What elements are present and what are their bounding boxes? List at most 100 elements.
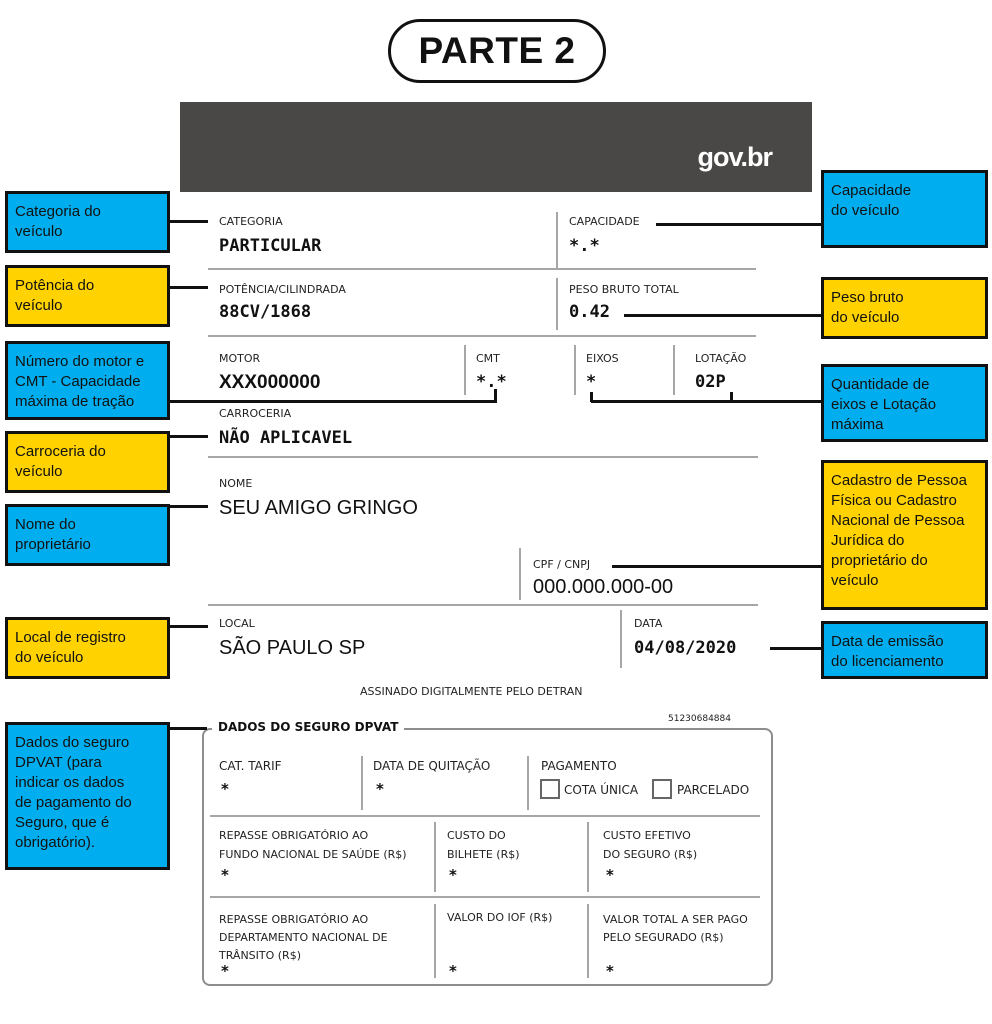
divider [574,345,576,395]
carroceria-value: NÃO APLICAVEL [219,428,353,448]
categoria-label: CATEGORIA [219,215,283,228]
parcelado-checkbox[interactable] [652,779,672,799]
divider [208,335,756,337]
connector [612,565,821,568]
pagamento-label: PAGAMENTO [541,759,617,773]
lotacao-value: 02P [695,372,726,392]
data-quitacao-label: DATA DE QUITAÇÃO [373,759,491,773]
nome-label: NOME [219,477,253,490]
divider [527,756,529,810]
connector [170,505,208,508]
connector [170,400,497,403]
custo-efetivo-value: * [606,866,614,884]
potencia-label: POTÊNCIA/CILINDRADA [219,283,346,296]
connector [494,389,497,402]
page-title: PARTE 2 [388,19,606,83]
repasse-fns-value: * [221,866,229,884]
repasse-dnt-label: REPASSE OBRIGATÓRIO AO DEPARTAMENTO NACI… [219,913,388,962]
note-local: Local de registro do veículo [5,617,170,679]
valor-total-value: * [606,962,614,980]
connector [170,625,208,628]
connector [591,400,821,403]
note-capacidade: Capacidade do veículo [821,170,988,248]
divider [434,822,436,892]
document-header: gov.br [180,102,812,192]
divider [673,345,675,395]
cpf-value: 000.000.000-00 [533,576,674,598]
custo-bilhete-value: * [449,866,457,884]
connector [170,727,207,730]
connector [170,435,208,438]
divider [620,610,622,668]
note-potencia: Potência do veículo [5,265,170,327]
divider [210,815,760,817]
valor-iof-value: * [449,962,457,980]
connector [730,392,733,402]
data-quitacao-value: * [376,780,384,798]
divider [587,822,589,892]
connector [170,286,208,289]
motor-value: XXX000000 [219,372,321,393]
potencia-value: 88CV/1868 [219,302,312,322]
connector [770,647,821,650]
note-peso: Peso bruto do veículo [821,277,988,339]
divider [556,212,558,268]
divider [361,756,363,810]
eixos-value: * [586,372,597,392]
repasse-fns-label: REPASSE OBRIGATÓRIO AO FUNDO NACIONAL DE… [219,829,407,861]
divider [556,278,558,330]
divider [208,268,756,270]
data-label: DATA [634,617,663,630]
valor-iof-label: VALOR DO IOF (R$) [447,911,553,924]
peso-label: PESO BRUTO TOTAL [569,283,679,296]
carroceria-label: CARROCERIA [219,407,292,420]
govbr-logo: gov.br [697,142,773,172]
signature-text: ASSINADO DIGITALMENTE PELO DETRAN [360,685,583,698]
connector [656,223,821,226]
note-cpf: Cadastro de Pessoa Física ou Cadastro Na… [821,460,988,610]
dpvat-box [202,728,773,986]
eixos-label: EIXOS [586,352,619,365]
dpvat-title: DADOS DO SEGURO DPVAT [212,720,405,734]
note-motor: Número do motor e CMT - Capacidade máxim… [5,341,170,420]
categoria-value: PARTICULAR [219,236,322,256]
cmt-value: *.* [476,372,507,392]
motor-label: MOTOR [219,352,261,365]
cota-unica-label: COTA ÚNICA [564,783,639,797]
capacidade-label: CAPACIDADE [569,215,640,228]
capacidade-value: *.* [569,236,600,256]
data-value: 04/08/2020 [634,638,737,658]
valor-total-label: VALOR TOTAL A SER PAGO PELO SEGURADO (R$… [603,913,748,944]
dpvat-code: 51230684884 [668,714,731,724]
cat-tarif-label: CAT. TARIF [219,759,282,773]
connector [624,314,821,317]
local-label: LOCAL [219,617,255,630]
cota-unica-checkbox[interactable] [540,779,560,799]
lotacao-label: LOTAÇÃO [695,352,747,365]
cpf-label: CPF / CNPJ [533,558,591,571]
divider [587,904,589,978]
custo-efetivo-label: CUSTO EFETIVO DO SEGURO (R$) [603,829,698,861]
local-value: SÃO PAULO SP [219,637,366,659]
divider [464,345,466,395]
note-carroceria: Carroceria do veículo [5,431,170,493]
cat-tarif-value: * [221,780,229,798]
connector [170,220,208,223]
note-data: Data de emissão do licenciamento [821,621,988,679]
parcelado-label: PARCELADO [677,783,750,797]
divider [208,456,758,458]
divider [519,548,521,600]
divider [434,904,436,978]
repasse-dnt-value: * [221,962,229,980]
custo-bilhete-label: CUSTO DO BILHETE (R$) [447,829,520,861]
note-nome: Nome do proprietário [5,504,170,566]
connector [590,392,593,402]
nome-value: SEU AMIGO GRINGO [219,497,418,519]
note-eixos: Quantidade de eixos e Lotação máxima [821,364,988,442]
note-categoria: Categoria do veículo [5,191,170,253]
divider [210,896,760,898]
divider [208,604,758,606]
note-dpvat: Dados do seguro DPVAT (para indicar os d… [5,722,170,870]
peso-value: 0.42 [569,302,610,322]
cmt-label: CMT [476,352,500,365]
